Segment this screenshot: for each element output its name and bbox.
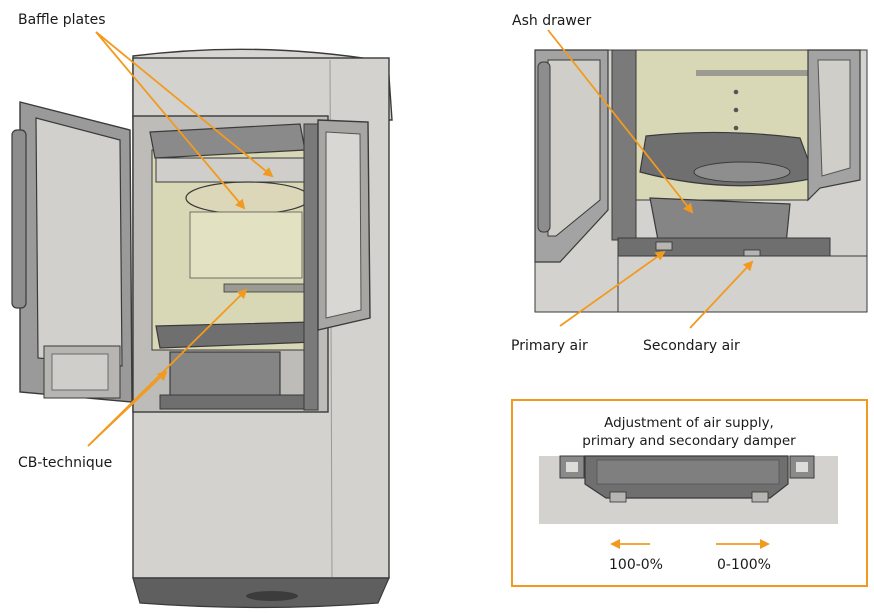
label-baffle-plates: Baffle plates <box>18 12 106 28</box>
label-primary-air: Primary air <box>511 338 588 354</box>
damper-illustration <box>539 455 838 524</box>
leader-cb-lower <box>87 370 168 447</box>
primary-damper-slider <box>655 241 673 251</box>
detail-door-handle <box>537 61 551 233</box>
leader-secondary-air <box>689 260 754 329</box>
baffle-plate-lower <box>185 181 311 215</box>
damper-panel-title-line1: Adjustment of air supply, <box>604 415 774 431</box>
label-cb-technique: CB-technique <box>18 455 112 471</box>
right-range-label: 0-100% <box>717 557 771 573</box>
stove-illustration <box>11 48 393 609</box>
label-ash-drawer: Ash drawer <box>512 13 591 29</box>
leader-ash-drawer <box>547 29 694 214</box>
leader-lines <box>87 29 754 447</box>
door-handle <box>11 129 27 309</box>
stove-door <box>11 101 133 403</box>
cb-grate <box>223 283 305 293</box>
leader-baffle-lower <box>95 31 246 210</box>
label-secondary-air: Secondary air <box>643 338 740 354</box>
leader-primary-air <box>559 250 666 327</box>
leader-baffle-upper <box>95 31 274 178</box>
damper-panel: Adjustment of air supply, primary and se… <box>511 399 868 587</box>
damper-panel-title-line2: primary and secondary damper <box>582 433 796 449</box>
ash-drawer <box>649 197 791 245</box>
ash-drawer-detail <box>534 49 868 313</box>
left-range-label: 100-0% <box>609 557 663 573</box>
